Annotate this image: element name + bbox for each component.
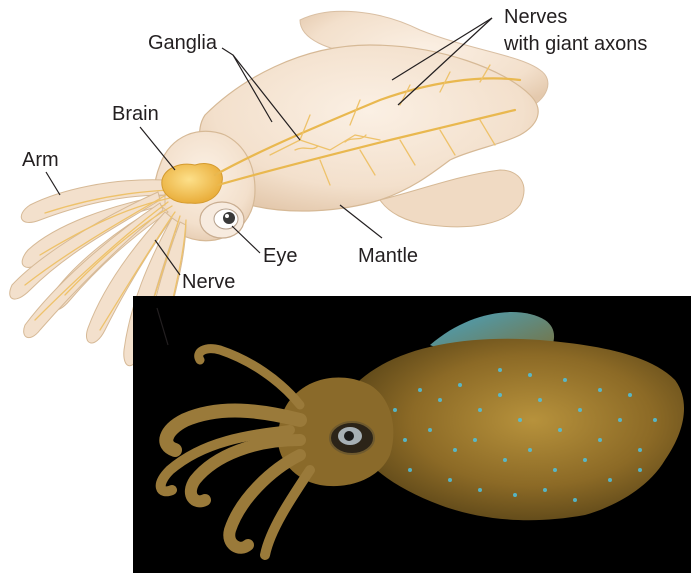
squid-photograph: [133, 296, 691, 573]
photo-eye: [330, 422, 374, 454]
label-eye: Eye: [263, 245, 297, 267]
brain: [162, 164, 223, 204]
label-mantle: Mantle: [358, 245, 418, 267]
eye: [200, 202, 244, 238]
label-arm: Arm: [22, 149, 59, 171]
label-ganglia: Ganglia: [148, 32, 218, 54]
label-nerve: Nerve: [182, 271, 235, 293]
label-nerves-line1: Nerves: [504, 6, 567, 28]
label-nerves-line2: with giant axons: [503, 33, 647, 55]
label-brain: Brain: [112, 103, 159, 125]
